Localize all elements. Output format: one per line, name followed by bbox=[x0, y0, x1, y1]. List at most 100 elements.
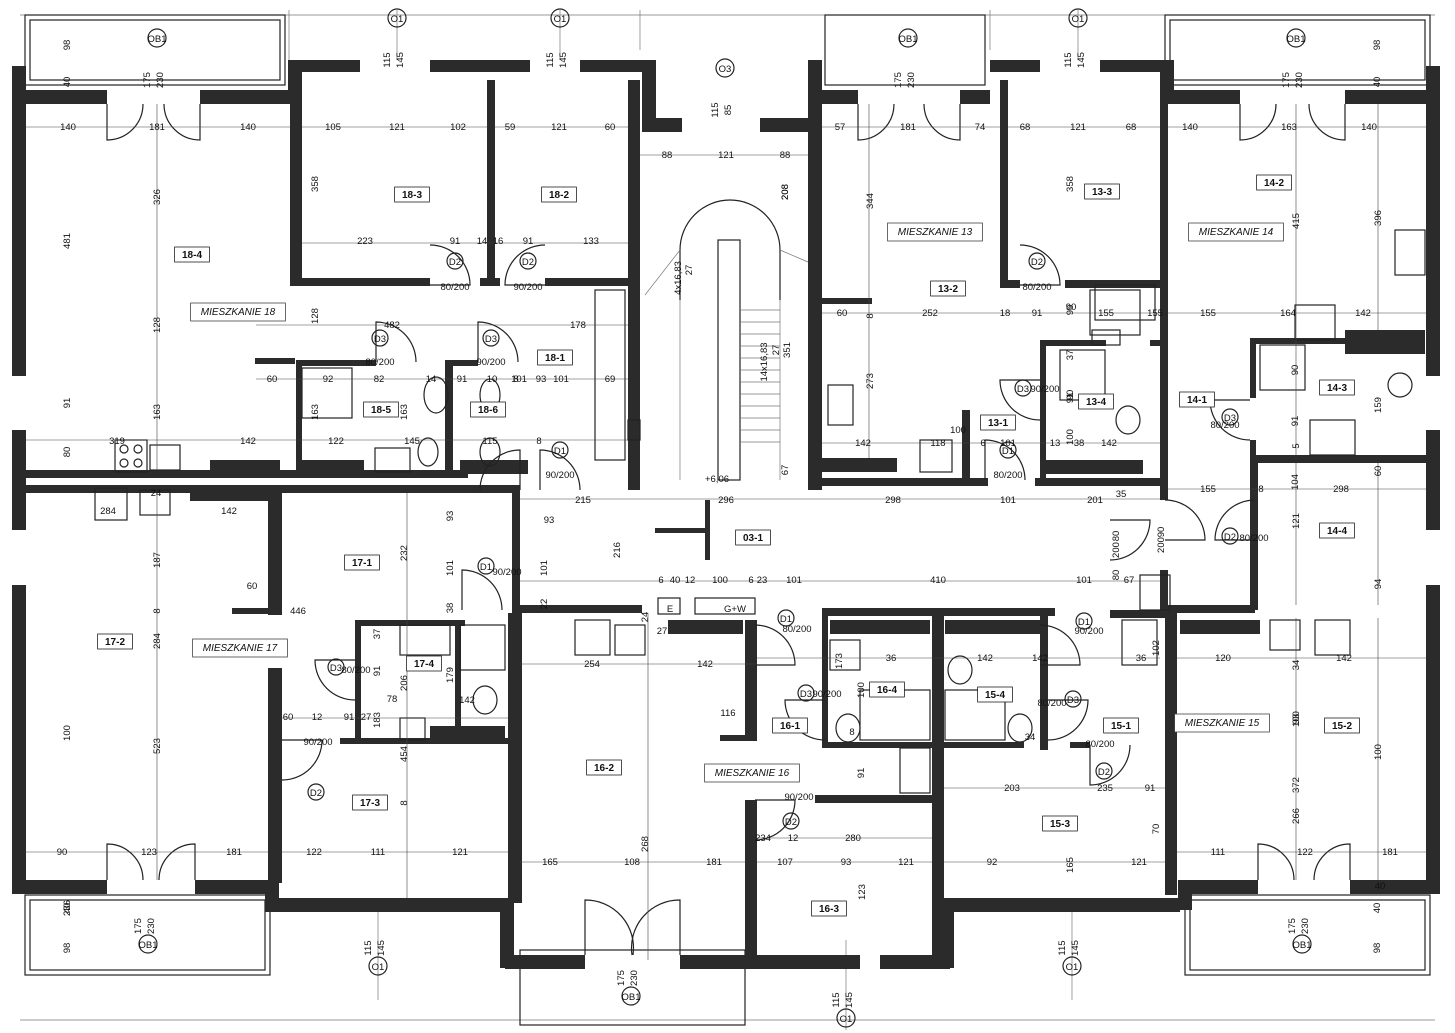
dimension-value: 35 bbox=[1116, 489, 1127, 500]
window-tag: O1 bbox=[1072, 14, 1085, 25]
side-dim: 40 bbox=[62, 77, 73, 88]
dimension-value: 91 bbox=[1032, 308, 1043, 319]
dimension-value: 37 bbox=[372, 629, 383, 640]
dimension-value: 91 bbox=[856, 768, 867, 779]
window-dim: 115 bbox=[710, 102, 721, 117]
room-tag: 16-2 bbox=[594, 763, 614, 774]
door-size: 80/200 bbox=[1022, 282, 1051, 293]
dimension-value: 8 bbox=[399, 800, 410, 805]
dimension-value: 187 bbox=[152, 552, 163, 568]
dimension-value: 88 bbox=[662, 150, 673, 161]
dimension-value: 206 bbox=[399, 675, 410, 691]
dimension-value: 101 bbox=[539, 560, 550, 576]
dimension-value: 5 bbox=[1291, 443, 1302, 448]
door-size: 90/200 bbox=[303, 737, 332, 748]
dimension-value: 37 bbox=[1065, 350, 1076, 361]
door-size: 90/200 bbox=[1074, 626, 1103, 637]
door-tag-circle bbox=[327, 658, 345, 676]
door-tag: D2 bbox=[449, 257, 461, 268]
room-tag-frame bbox=[174, 246, 210, 263]
door-size: 80/200 bbox=[341, 665, 370, 676]
door-tag: D2 bbox=[785, 817, 797, 828]
room-tag-frame bbox=[772, 717, 808, 734]
window-tag: OB1 bbox=[138, 940, 157, 951]
dimension-value: 59 bbox=[505, 122, 516, 133]
dimension-value: 181 bbox=[900, 122, 916, 133]
window-dim: 145 bbox=[395, 52, 406, 68]
dimension-value: 100 bbox=[712, 575, 728, 586]
dimension-value: 34 bbox=[1025, 732, 1036, 743]
room-tag: 13-1 bbox=[988, 418, 1008, 429]
dimension-value: 8 bbox=[513, 374, 518, 385]
door-tag-circle bbox=[371, 329, 389, 347]
room-tag-frame bbox=[1319, 522, 1355, 539]
door-tag: D3 bbox=[374, 334, 386, 345]
dimension-value: 91 bbox=[1065, 393, 1076, 404]
dimension-value: 90 bbox=[1156, 527, 1167, 538]
window-tag-circle bbox=[1068, 8, 1088, 28]
door-tag-circle bbox=[999, 441, 1017, 459]
window-tag-circle bbox=[147, 28, 167, 48]
apartment-label-frame bbox=[192, 638, 288, 658]
dimension-value: 90 bbox=[1290, 365, 1301, 376]
door-tag: D2 bbox=[310, 788, 322, 799]
dimension-value: 91 bbox=[1290, 416, 1301, 427]
dimension-value: 122 bbox=[328, 436, 344, 447]
dimension-value: 121 bbox=[551, 122, 567, 133]
window-tag: O1 bbox=[372, 962, 385, 973]
dimension-value: 13 bbox=[1050, 438, 1061, 449]
window-tag: OB1 bbox=[1286, 34, 1305, 45]
side-dim: 40 bbox=[62, 903, 73, 914]
room-tag: 17-1 bbox=[352, 558, 372, 569]
dimension-value: 358 bbox=[310, 176, 321, 192]
dimension-value: 8 bbox=[865, 313, 876, 318]
dimension-value: 266 bbox=[1291, 808, 1302, 824]
window-dim: 145 bbox=[376, 940, 387, 956]
door-size: 80/200 bbox=[1239, 533, 1268, 544]
door-tag: D3 bbox=[800, 689, 812, 700]
dimension-value: 142 bbox=[1101, 438, 1117, 449]
room-tag-frame bbox=[1103, 717, 1139, 734]
window-tag-circle bbox=[715, 58, 735, 78]
dimension-value: 223 bbox=[357, 236, 373, 247]
room-tag: 17-3 bbox=[360, 798, 380, 809]
dimension-value: 142 bbox=[855, 438, 871, 449]
dimension-lines bbox=[26, 104, 1426, 960]
dimension-value: 284 bbox=[100, 506, 116, 517]
dimension-value: 100 bbox=[950, 425, 966, 436]
dimension-value: 68 bbox=[1020, 122, 1031, 133]
door-tag-circle bbox=[782, 812, 800, 830]
dimension-value: 107 bbox=[777, 857, 793, 868]
dimension-value: 38 bbox=[1074, 438, 1085, 449]
dimension-value: 481 bbox=[62, 233, 73, 249]
dimension-value: 268 bbox=[640, 836, 651, 852]
apartment-label-frame bbox=[1188, 222, 1284, 242]
door-tag-circle bbox=[797, 684, 815, 702]
dimension-value: 74 bbox=[975, 122, 986, 133]
apartment-label-frame bbox=[704, 763, 800, 783]
dimension-value: 118 bbox=[930, 438, 945, 449]
dimension-value: 6 bbox=[658, 575, 663, 586]
dimension-value: 91 bbox=[372, 666, 383, 677]
dimension-value: 12 bbox=[788, 833, 799, 844]
dimension-value: 296 bbox=[718, 495, 734, 506]
dimension-value: 164 bbox=[1280, 308, 1296, 319]
window-dim: 145 bbox=[1076, 52, 1087, 68]
dimension-value: 298 bbox=[1333, 484, 1349, 495]
side-dim: 98 bbox=[62, 40, 73, 51]
fixtures bbox=[94, 229, 1426, 794]
window-dim: 230 bbox=[146, 918, 157, 934]
dimension-value: 123 bbox=[141, 847, 157, 858]
door-tag-circle bbox=[1028, 252, 1046, 270]
window-dim: 230 bbox=[629, 970, 640, 986]
room-tag-frame bbox=[1319, 379, 1355, 396]
dimension-value: 22 bbox=[539, 599, 550, 610]
dimension-value: 100 bbox=[1291, 711, 1302, 727]
window-dim: 175 bbox=[1287, 918, 1298, 934]
dimension-value: 24 bbox=[151, 488, 162, 499]
room-tag: 14-4 bbox=[1327, 526, 1347, 537]
dimension-value: 101 bbox=[1000, 495, 1016, 506]
door-tag-circle bbox=[1064, 690, 1082, 708]
door-tag: D1 bbox=[1002, 446, 1014, 457]
room-tag: 18-5 bbox=[371, 405, 391, 416]
